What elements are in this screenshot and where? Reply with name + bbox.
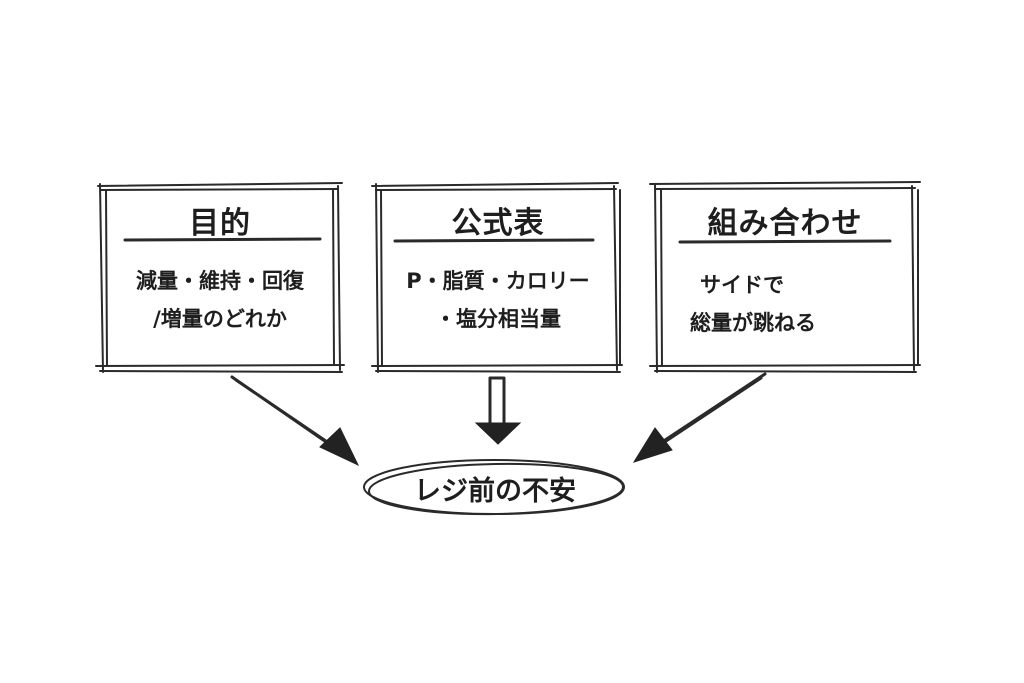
arrow-left-head bbox=[319, 427, 360, 467]
arrow-right-head bbox=[632, 427, 673, 463]
arrow-center-head bbox=[474, 422, 522, 445]
box-purpose-body: 減量・維持・回復 /増量のどれか bbox=[100, 262, 340, 338]
box-official-table bbox=[371, 182, 623, 373]
box-purpose-line-2: /増量のどれか bbox=[153, 307, 287, 331]
result-ellipse bbox=[363, 459, 625, 516]
box-purpose-title: 目的 bbox=[189, 206, 251, 241]
box-combination-body: サイドで 総量が跳ねる bbox=[690, 266, 890, 342]
arrow-center bbox=[488, 376, 506, 427]
box-purpose bbox=[95, 182, 345, 373]
box-combination bbox=[649, 181, 921, 373]
arrow-right bbox=[646, 372, 767, 455]
result-label: レジ前の不安 bbox=[414, 476, 576, 507]
box-official-table-line-2: ・塩分相当量 bbox=[435, 307, 561, 331]
box-purpose-line-1: 減量・維持・回復 bbox=[136, 269, 304, 293]
box-combination-line-1: サイドで bbox=[700, 273, 784, 297]
box-combination-line-2: 総量が跳ねる bbox=[690, 311, 816, 335]
box-official-table-title: 公式表 bbox=[451, 206, 545, 241]
box-official-table-body: P・脂質・カロリー ・塩分相当量 bbox=[376, 262, 620, 338]
box-combination-title: 組み合わせ bbox=[707, 206, 863, 241]
box-official-table-line-1: P・脂質・カロリー bbox=[406, 269, 590, 293]
